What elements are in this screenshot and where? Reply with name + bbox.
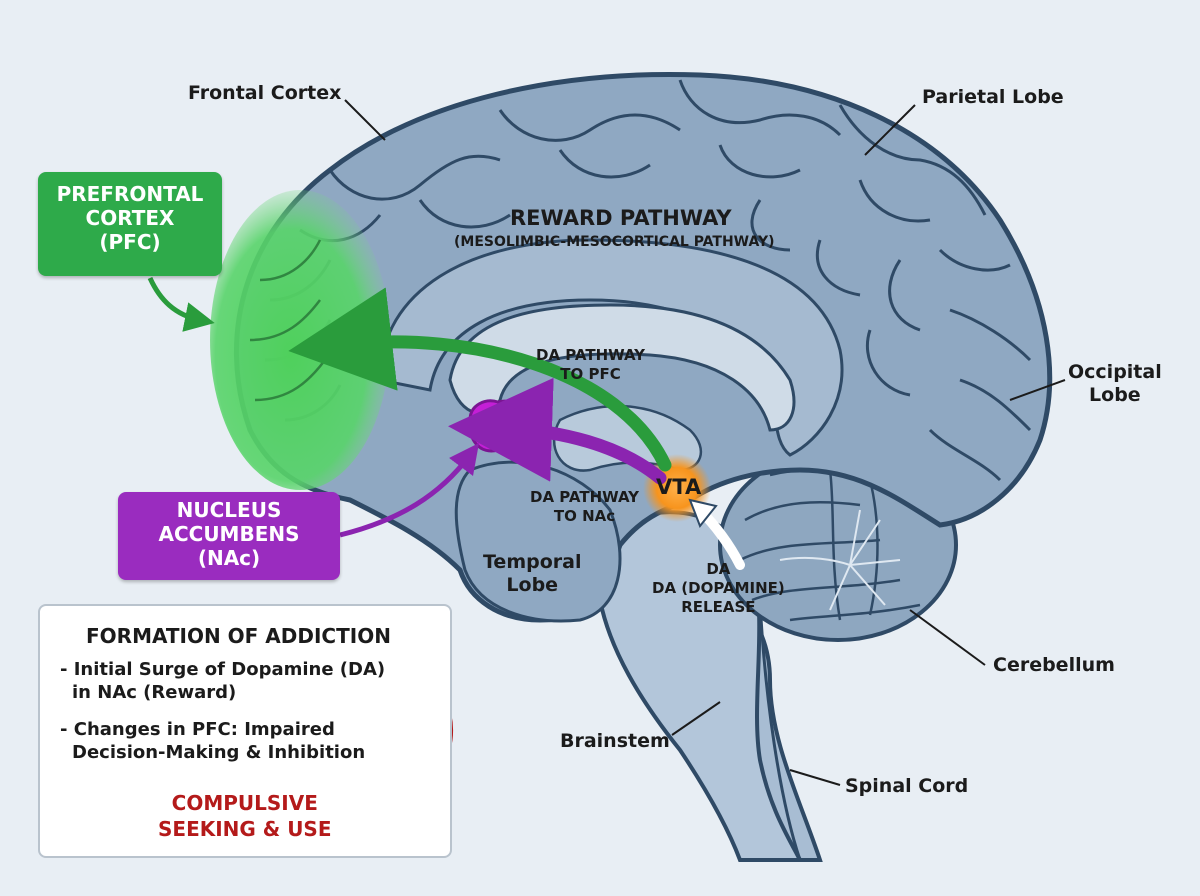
da-release-label: DA DA (DOPAMINE) RELEASE <box>652 560 785 617</box>
reward-pathway-subtitle: (MESOLIMBIC-MESOCORTICAL PATHWAY) <box>454 234 775 250</box>
nac-tag-line3: (NAc) <box>197 546 261 570</box>
frontal-cortex-label: Frontal Cortex <box>188 82 342 104</box>
pfc-tag: PREFRONTAL CORTEX (PFC) <box>38 172 222 276</box>
da-pathway-pfc-line1: DA PATHWAY <box>536 346 646 364</box>
occipital-lobe-label: Occipital Lobe <box>1068 361 1162 407</box>
addiction-item-1: - Initial Surge of Dopamine (DA) in NAc … <box>60 658 385 704</box>
da-pathway-pfc-arrow <box>288 287 672 472</box>
temporal-lobe-label: Temporal Lobe <box>483 551 581 597</box>
nac-tag-line1: NUCLEUS <box>176 498 282 522</box>
addiction-item-2-line1: - Changes in PFC: Impaired <box>60 719 335 740</box>
pfc-pointer-arrow <box>147 276 215 332</box>
addiction-item-2: - Changes in PFC: Impaired Decision-Maki… <box>60 718 365 764</box>
da-pathway-nac-label: DA PATHWAY TO NAc <box>530 488 639 526</box>
occipital-lobe-line2: Lobe <box>1089 384 1141 406</box>
pfc-tag-line3: (PFC) <box>99 230 161 254</box>
addiction-title: FORMATION OF ADDICTION <box>86 624 391 648</box>
addiction-box: FORMATION OF ADDICTION - Initial Surge o… <box>38 604 452 858</box>
addiction-result: COMPULSIVE SEEKING & USE <box>158 790 332 842</box>
temporal-lobe-shape <box>454 460 622 623</box>
da-pathway-pfc-label: DA PATHWAY TO PFC <box>536 346 645 384</box>
reward-pathway-title: REWARD PATHWAY <box>510 206 732 230</box>
da-release-line1: DA <box>706 560 731 578</box>
cingulate-band <box>378 238 844 457</box>
da-pathway-pfc-line2: TO PFC <box>560 365 621 383</box>
callout-lines <box>344 99 1066 786</box>
da-release-line3: RELEASE <box>681 598 756 616</box>
pfc-tag-line1: PREFRONTAL <box>56 182 204 206</box>
da-pathway-nac-arrow <box>448 377 667 485</box>
da-pathway-nac-line2: TO NAc <box>553 507 616 525</box>
temporal-lobe-line2: Lobe <box>506 574 559 596</box>
vta-label: VTA <box>656 475 702 499</box>
arbor-vitae <box>779 509 901 611</box>
addiction-result-line2: SEEKING & USE <box>158 817 332 841</box>
spinal-cord-label: Spinal Cord <box>845 775 969 797</box>
addiction-item-1-line1: - Initial Surge of Dopamine (DA) <box>60 659 386 680</box>
brainstem-label: Brainstem <box>560 730 670 752</box>
addiction-item-2-line2: Decision-Making & Inhibition <box>72 742 366 763</box>
occipital-lobe-line1: Occipital <box>1068 361 1162 383</box>
addiction-item-1-line2: in NAc (Reward) <box>72 682 237 703</box>
temporal-lobe-line1: Temporal <box>483 551 582 573</box>
parietal-lobe-label: Parietal Lobe <box>922 86 1064 108</box>
pfc-tag-line2: CORTEX <box>85 206 175 230</box>
cerebellum-folds <box>739 468 921 622</box>
da-release-line2: DA (DOPAMINE) <box>652 579 785 597</box>
cerebellum-label: Cerebellum <box>993 654 1115 676</box>
nac-pointer-arrow <box>339 443 480 538</box>
da-pathway-nac-line1: DA PATHWAY <box>530 488 640 506</box>
nac-tag: NUCLEUS ACCUMBENS (NAc) <box>118 492 340 580</box>
addiction-result-line1: COMPULSIVE <box>171 791 318 815</box>
nac-tag-line2: ACCUMBENS <box>158 522 300 546</box>
